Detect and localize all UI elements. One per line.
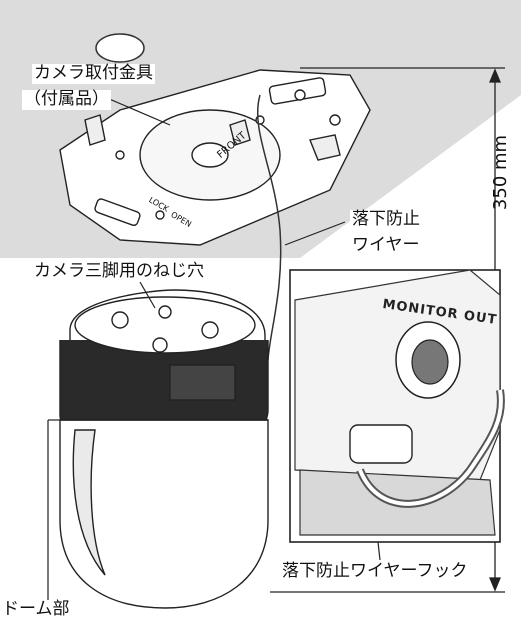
camera-body	[59, 289, 269, 431]
inset-detail	[289, 269, 505, 543]
wire-hook-label: 落下防止ワイヤーフック	[280, 561, 470, 582]
mounting-bracket	[59, 69, 371, 246]
safety-wire-label-line2: ワイヤー	[350, 235, 422, 256]
tripod-hole-label: カメラ三脚用のねじ穴	[32, 261, 206, 282]
safety-wire	[256, 94, 282, 361]
dimension-label: 350 mm	[490, 134, 512, 211]
bracket-label-line1: カメラ取付金具	[32, 63, 155, 84]
dome-part	[59, 419, 269, 609]
dome-label: ドーム部	[2, 599, 70, 619]
safety-wire-label-line1: 落下防止	[350, 209, 422, 230]
bracket-label-line2: （付属品）	[22, 89, 111, 110]
ceiling-hole	[95, 33, 145, 63]
